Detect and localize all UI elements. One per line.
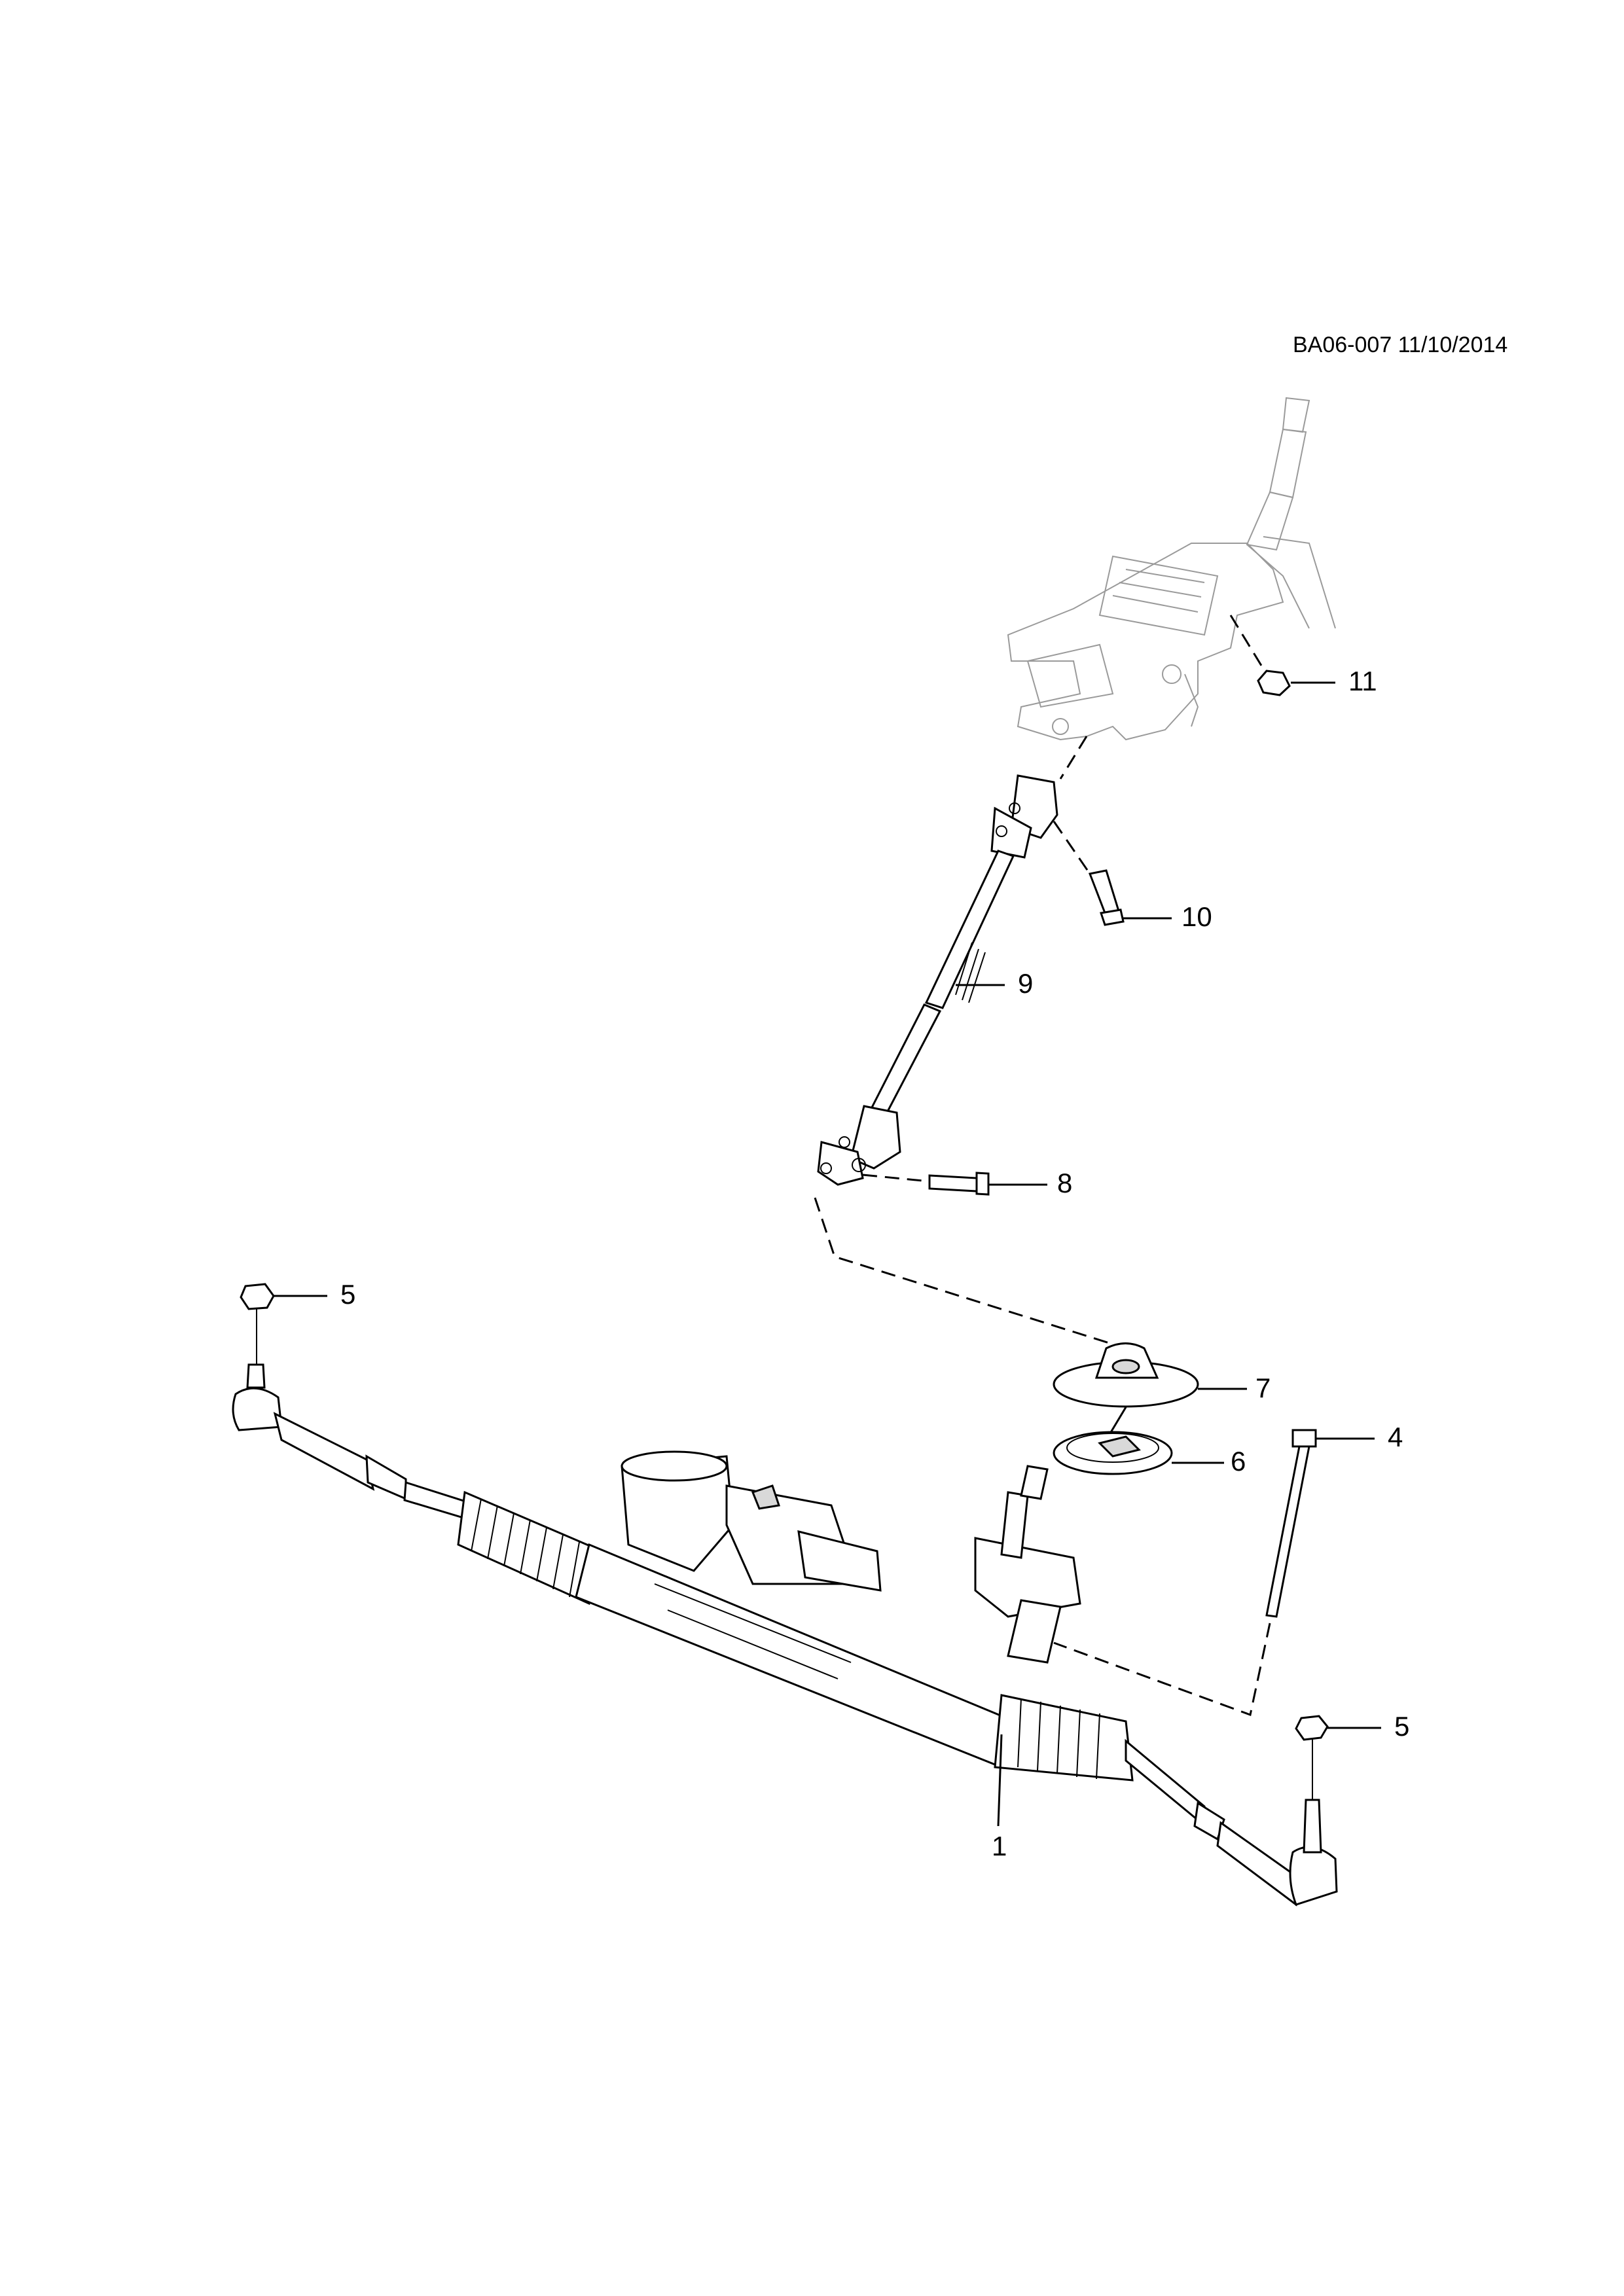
seal-6 bbox=[1053, 1431, 1173, 1475]
steering-rack-1 bbox=[232, 1363, 1338, 1907]
assembly-path-column-shaft bbox=[1059, 736, 1088, 780]
document-reference: BA06-007 11/10/2014 bbox=[1293, 332, 1508, 357]
leader-line-8-dashed bbox=[862, 1174, 930, 1183]
callout-7: 7 bbox=[1255, 1372, 1271, 1403]
bolt-8 bbox=[928, 1174, 978, 1193]
bolt-10 bbox=[1088, 869, 1121, 918]
bolt-4 bbox=[1265, 1429, 1317, 1618]
callout-8: 8 bbox=[1057, 1168, 1073, 1198]
callout-11: 11 bbox=[1348, 666, 1377, 696]
callout-1: 1 bbox=[992, 1831, 1007, 1861]
nut-5-right bbox=[1295, 1715, 1329, 1741]
callout-6: 6 bbox=[1231, 1446, 1246, 1477]
callout-10: 10 bbox=[1182, 901, 1212, 932]
assembly-path-shaft-boot bbox=[814, 1197, 1127, 1350]
intermediate-shaft-9 bbox=[817, 774, 1058, 1186]
assembly-path-bolt-rack bbox=[1053, 1623, 1271, 1717]
nut-11 bbox=[1257, 670, 1291, 696]
nut-5-left bbox=[240, 1283, 275, 1310]
callout-5-right: 5 bbox=[1394, 1711, 1410, 1742]
boot-7 bbox=[1053, 1342, 1199, 1408]
callout-9: 9 bbox=[1018, 968, 1034, 999]
leader-line-10-dashed bbox=[1053, 821, 1091, 874]
callout-5-left: 5 bbox=[340, 1279, 356, 1310]
callout-4: 4 bbox=[1388, 1422, 1403, 1452]
leader-line-11-dashed bbox=[1229, 615, 1268, 675]
leader-line-1 bbox=[997, 1734, 1003, 1827]
